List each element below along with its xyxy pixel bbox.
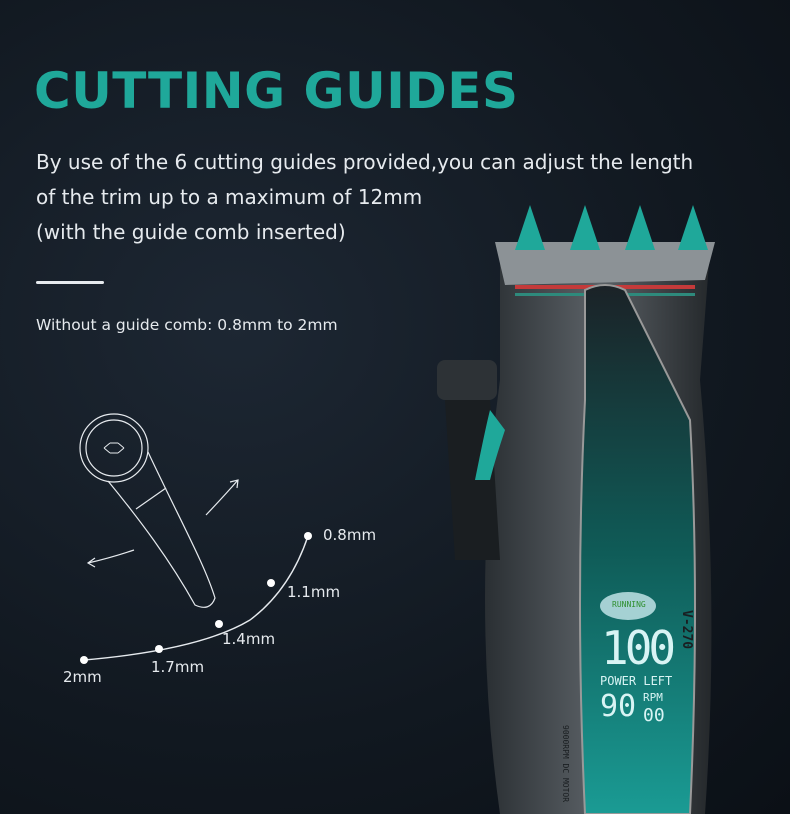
clipper-blade (495, 242, 715, 285)
divider (36, 281, 104, 284)
position-label: 1.1mm (287, 583, 341, 601)
description-line: By use of the 6 cutting guides provided,… (36, 150, 694, 174)
status-ring (600, 592, 656, 620)
lever-arm (107, 451, 216, 608)
page-title: CUTTING GUIDES (34, 62, 519, 120)
description: By use of the 6 cutting guides provided,… (36, 145, 776, 250)
arrow-up-icon (205, 479, 239, 516)
arrow-up-icons (475, 205, 708, 480)
status-text: RUNNING (612, 600, 646, 609)
taper-lever (437, 360, 497, 400)
position-label: 1.7mm (151, 658, 205, 676)
no-comb-note: Without a guide comb: 0.8mm to 2mm (36, 316, 338, 334)
power-digits: 100 (601, 621, 676, 675)
position-dot (304, 532, 312, 540)
position-dot (80, 656, 88, 664)
position-label: 0.8mm (323, 526, 377, 544)
rpm-digits: 90 (600, 689, 637, 724)
display-panel (579, 284, 696, 814)
lever-pivot-icon (79, 413, 149, 483)
length-arc (83, 535, 309, 661)
position-label: 2mm (63, 668, 102, 686)
arrow-left-icon (86, 549, 135, 568)
description-line: of the trim up to a maximum of 12mm (36, 185, 423, 209)
power-label: POWER LEFT (600, 674, 673, 688)
position-dot (215, 620, 223, 628)
description-line: (with the guide comb inserted) (36, 220, 346, 244)
rpm-suffix: 00 (643, 705, 665, 726)
screw-cross-icon (103, 442, 125, 454)
position-dot (267, 579, 275, 587)
model-label: V-270 (679, 610, 694, 650)
position-dot (155, 645, 163, 653)
motor-label: 9000RPM DC MOTOR (561, 725, 570, 803)
position-label: 1.4mm (222, 630, 276, 648)
rpm-label: RPM (643, 691, 663, 704)
